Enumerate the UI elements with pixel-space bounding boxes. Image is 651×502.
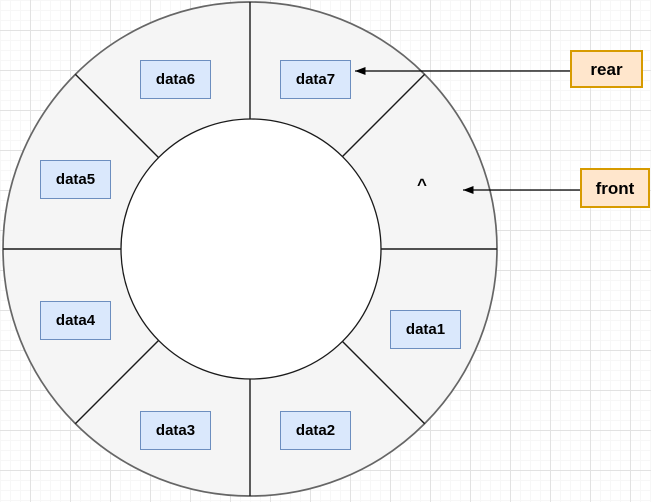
queue-cell-data4: data4 xyxy=(40,301,111,340)
queue-cell-data2: data2 xyxy=(280,411,351,450)
rear-pointer-label: rear xyxy=(570,50,643,88)
front-pointer-label: front xyxy=(580,168,650,208)
queue-inner-circle xyxy=(120,118,382,380)
queue-cell-data1: data1 xyxy=(390,310,461,349)
queue-cell-data6: data6 xyxy=(140,60,211,99)
empty-slot-marker: ^ xyxy=(417,175,427,194)
queue-cell-data3: data3 xyxy=(140,411,211,450)
queue-cell-data7: data7 xyxy=(280,60,351,99)
queue-cell-data5: data5 xyxy=(40,160,111,199)
